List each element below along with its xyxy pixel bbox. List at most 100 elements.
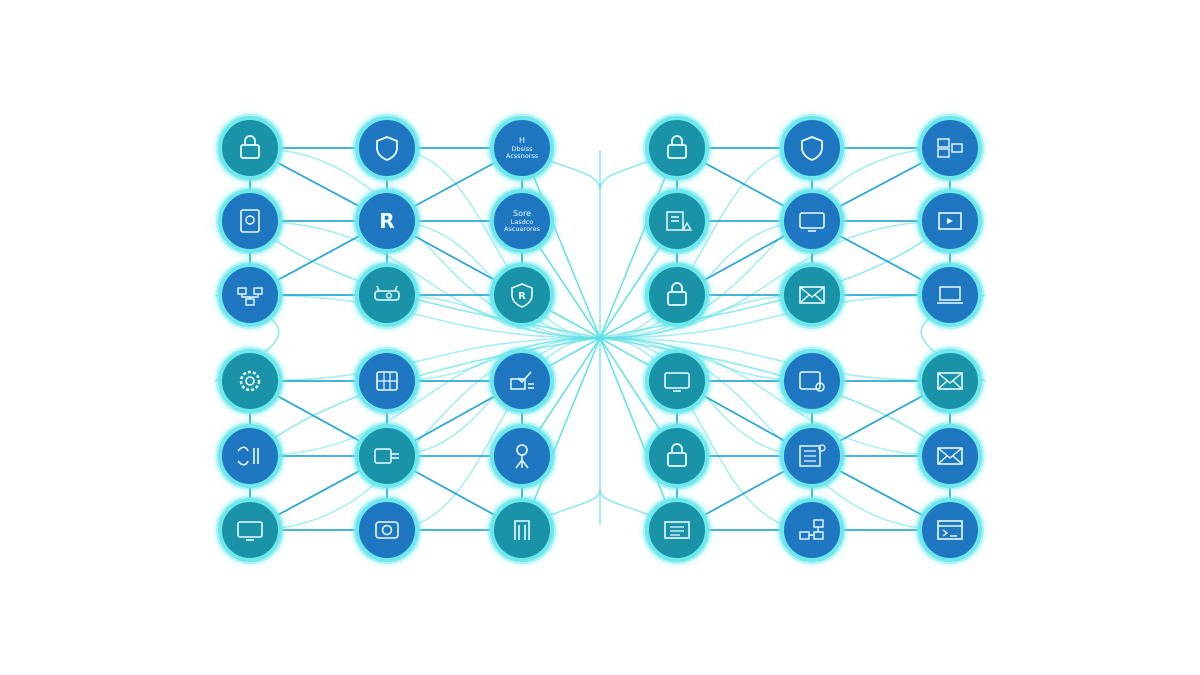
monitor-icon	[664, 372, 690, 392]
central-curves	[214, 147, 986, 531]
terminal-icon	[937, 520, 963, 540]
monitor-icon	[799, 212, 825, 232]
monitor-icon	[237, 521, 263, 541]
connector-curve	[249, 337, 601, 382]
network-node[interactable]	[216, 187, 284, 255]
node-label: H	[519, 136, 525, 145]
node-label: Dbsiss	[511, 145, 533, 153]
connector-curve	[599, 220, 951, 339]
network-node[interactable]	[353, 114, 421, 182]
lock-icon	[240, 135, 260, 159]
network-node[interactable]: R	[488, 261, 556, 329]
node-label: Ascuarores	[504, 225, 541, 233]
connector-curve	[386, 147, 601, 339]
network-node[interactable]	[916, 347, 984, 415]
connector-curve	[521, 147, 601, 339]
network-node[interactable]	[488, 496, 556, 564]
network-node[interactable]	[778, 261, 846, 329]
connector-curve	[599, 147, 678, 339]
svg-text:R: R	[518, 291, 526, 302]
network-node[interactable]	[488, 347, 556, 415]
screen-icon	[938, 212, 962, 230]
network-node[interactable]: R	[353, 187, 421, 255]
node-label: Sore	[513, 209, 531, 218]
connector-curve	[599, 337, 951, 457]
network-node[interactable]	[643, 496, 711, 564]
laptop-icon	[937, 286, 963, 304]
network-node[interactable]	[216, 347, 284, 415]
network-node[interactable]	[916, 187, 984, 255]
connector-curve	[599, 337, 951, 457]
node-label: Acssnorss	[506, 152, 539, 160]
network-node[interactable]	[643, 347, 711, 415]
dashboard-icon	[799, 444, 826, 467]
router-icon	[374, 285, 400, 301]
network-node[interactable]	[643, 422, 711, 490]
camera-icon	[375, 521, 399, 539]
document-icon	[664, 521, 690, 539]
network-node[interactable]	[916, 496, 984, 564]
network-node[interactable]	[353, 422, 421, 490]
network-node[interactable]	[216, 114, 284, 182]
network-node[interactable]	[353, 496, 421, 564]
network-node[interactable]	[216, 261, 284, 329]
network-node[interactable]	[778, 496, 846, 564]
connector-curve	[249, 147, 601, 339]
network-node[interactable]	[916, 422, 984, 490]
connector-curve	[599, 147, 951, 339]
network-node[interactable]	[216, 496, 284, 564]
node-label: Lasdco	[511, 218, 534, 226]
checklist-icon	[510, 371, 534, 390]
network-node[interactable]	[778, 114, 846, 182]
connector-curve	[599, 147, 813, 339]
connector-curve	[249, 337, 601, 457]
connector-curve	[249, 337, 601, 457]
connector-curve	[249, 294, 601, 339]
connector-curve	[599, 337, 951, 382]
transfer-icon	[237, 446, 259, 466]
grid-icon	[376, 371, 398, 391]
network-node[interactable]	[778, 422, 846, 490]
network-node[interactable]	[353, 347, 421, 415]
window-icon	[799, 371, 825, 392]
network-node[interactable]	[643, 261, 711, 329]
door-icon	[514, 520, 530, 540]
network-node[interactable]	[643, 114, 711, 182]
network-node[interactable]	[643, 187, 711, 255]
device-icon	[374, 448, 399, 464]
flowchart-icon	[799, 519, 824, 540]
connector-curve	[249, 220, 601, 339]
network-node[interactable]	[916, 261, 984, 329]
tablet-icon	[240, 209, 260, 233]
user-network-icon	[515, 444, 529, 469]
envelope-icon	[937, 447, 963, 465]
envelope-icon	[937, 372, 963, 390]
r-shield-icon: R	[511, 283, 533, 308]
document-warning-icon	[666, 211, 693, 231]
network-node[interactable]	[778, 187, 846, 255]
lock-icon	[667, 443, 687, 467]
gear-icon	[239, 370, 261, 392]
network-icon	[237, 287, 263, 306]
node-label: R	[379, 209, 394, 233]
connector-curve	[386, 337, 601, 531]
letter-r-icon: R	[379, 209, 394, 233]
lock-icon	[667, 135, 687, 159]
network-node[interactable]	[916, 114, 984, 182]
connector-curve	[599, 294, 951, 339]
network-node[interactable]	[778, 347, 846, 415]
network-node[interactable]	[353, 261, 421, 329]
connector-curve	[599, 337, 678, 531]
envelope-icon	[799, 286, 825, 304]
shield-icon	[801, 136, 823, 161]
network-node[interactable]	[488, 422, 556, 490]
connector-curve	[521, 337, 601, 531]
network-node[interactable]	[216, 422, 284, 490]
server-icon	[937, 138, 963, 158]
